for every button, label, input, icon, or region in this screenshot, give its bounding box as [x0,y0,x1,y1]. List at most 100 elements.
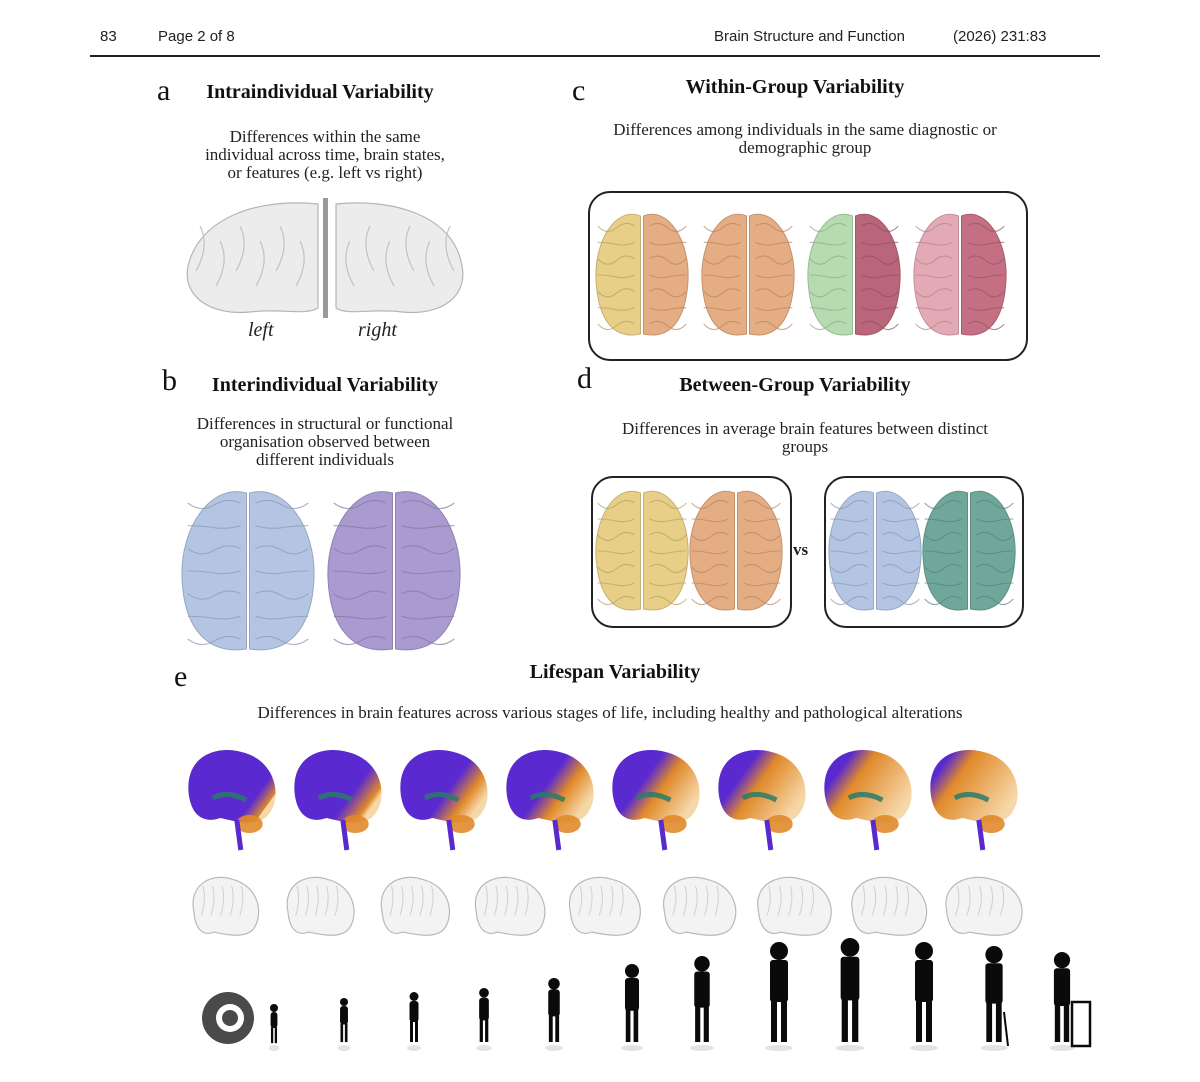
leg [926,1000,932,1042]
sulcus [597,531,635,542]
sulcus [743,531,781,542]
sulcus [809,255,847,265]
sulcus [255,525,309,529]
torso [340,1006,348,1025]
within-group-brain [595,213,689,336]
sulcus [597,563,635,574]
sulcus [882,531,920,542]
gyrus-line [860,885,866,916]
gyrus-line [598,885,603,916]
sulcus [755,241,793,246]
gyrus-line [239,885,244,916]
panel-d-letter: d [577,362,592,395]
panel-b-title: Interindividual Variability [211,374,439,396]
sulcus [830,531,868,542]
lifespan-brain-surface [474,876,546,936]
gyrus-line [429,885,434,916]
panel-c-brains [595,213,1007,336]
sulcus [755,274,793,279]
sulcus [691,595,729,606]
gyrus-line [714,885,719,916]
map-surface [824,749,912,823]
gyrus-line [504,885,509,916]
map-surface [506,749,594,823]
sulcus [976,550,1014,555]
sulcus [743,518,781,523]
sulcus [691,531,729,542]
page-number: 83 [100,28,117,45]
silhouette-toddler [337,998,351,1051]
gyrus-line [588,885,593,916]
gyrus-line [304,885,309,916]
cerebellum [871,815,899,833]
gyrus-line [766,885,771,916]
silhouette-toddler [407,992,421,1051]
leg [415,1021,418,1042]
gyrus-line [882,885,888,916]
lifespan-brain-surface [945,876,1023,936]
lifespan-brain-map [294,749,382,851]
sulcus [915,241,953,246]
sulcus [915,288,953,298]
gyrus-line [419,885,424,916]
sulcus [830,563,868,574]
sulcus [861,241,899,246]
sulcus [187,570,241,575]
sulcus [649,563,687,574]
sulcus [882,550,920,555]
panel-d-description: Differences in average brain features be… [560,420,1050,456]
silhouette-child [621,964,643,1051]
torso [479,997,489,1021]
sulcus [691,563,729,574]
sulcus [255,615,309,620]
map-surface [718,749,806,823]
gyrus-line [893,885,899,916]
sulcus [830,582,868,587]
leg [703,1005,709,1042]
brain-individual-1 [181,491,315,651]
sulcus [915,222,953,233]
gyrus-line [955,885,960,916]
gyrus-line [904,885,910,916]
head [694,956,710,972]
leg [781,1000,787,1042]
sulcus [882,499,920,510]
sulcus [809,320,847,331]
leg [340,1023,344,1043]
sulcus [703,241,741,246]
sulcus [743,595,781,606]
ventricle-region [423,792,460,803]
leg [916,1000,922,1042]
gyrus-line [324,885,329,916]
silhouette-child [545,978,563,1051]
page-of: Page 2 of 8 [158,28,235,45]
sulcus [830,518,868,523]
lifespan-brain-map [400,749,488,851]
leg [548,1015,553,1042]
gyrus-line [220,885,225,916]
sulcus [333,615,387,620]
torso [409,1001,419,1022]
sulcus [187,635,241,646]
shadow [910,1045,938,1051]
lifespan-brain-surface [192,876,260,936]
leg [1054,1004,1061,1042]
left-label: left [248,319,274,341]
leg [771,1000,777,1042]
silhouette-infant [268,1004,280,1051]
torso [548,989,560,1017]
panel-c-letter: c [572,74,586,107]
head [624,964,640,979]
gyrus-line [703,885,709,916]
sulcus [882,518,920,523]
sulcus [255,240,265,287]
sulcus [405,225,415,272]
ventricle-region [635,792,672,803]
gyrus-line [619,885,624,916]
lifespan-brain-surfaces [192,876,1023,936]
ventricle-region [317,792,354,803]
citation: (2026) 231:83 [953,28,1047,45]
sulcus [703,222,741,233]
brainstem [870,819,880,851]
sulcus [597,582,635,587]
